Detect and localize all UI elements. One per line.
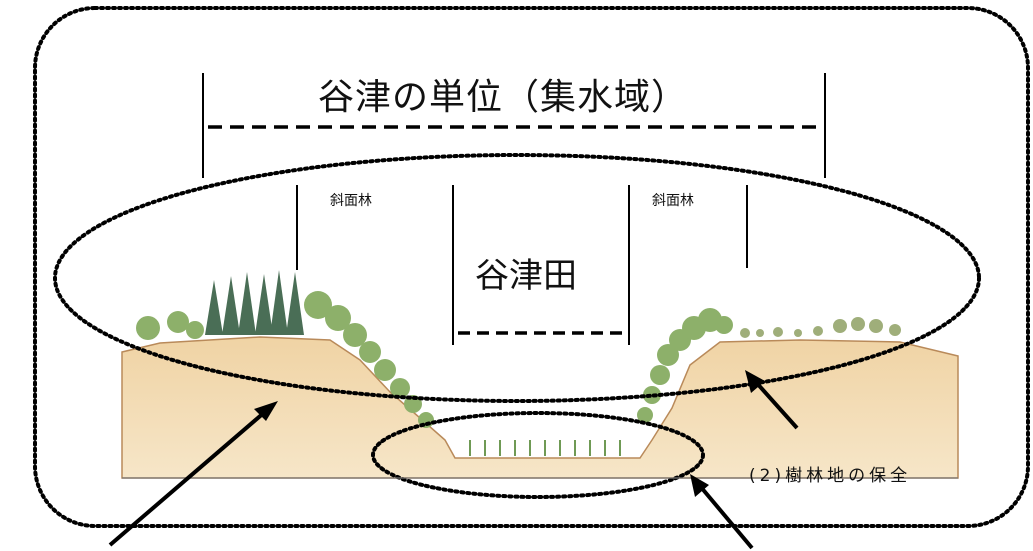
- paddy-zone-ellipse: [371, 411, 705, 499]
- zone-dividers: [296, 185, 748, 345]
- forest-vegetation: [136, 270, 901, 456]
- catchment-bracket: [202, 73, 826, 178]
- catchment-title: 谷津の単位（集水域）: [318, 77, 689, 118]
- paddy-label: 谷津田: [475, 256, 577, 296]
- slope-forest-right-label: 斜面林: [652, 193, 694, 209]
- slope-forest-left-label: 斜面林: [330, 193, 372, 209]
- forest-zone-ellipse: [53, 153, 981, 403]
- pointer-arrows: [108, 370, 799, 550]
- ground-cross-section: [121, 336, 959, 479]
- catchment-boundary: [33, 6, 1030, 528]
- forest-conservation-caption: (2)樹林地の保全: [749, 466, 912, 486]
